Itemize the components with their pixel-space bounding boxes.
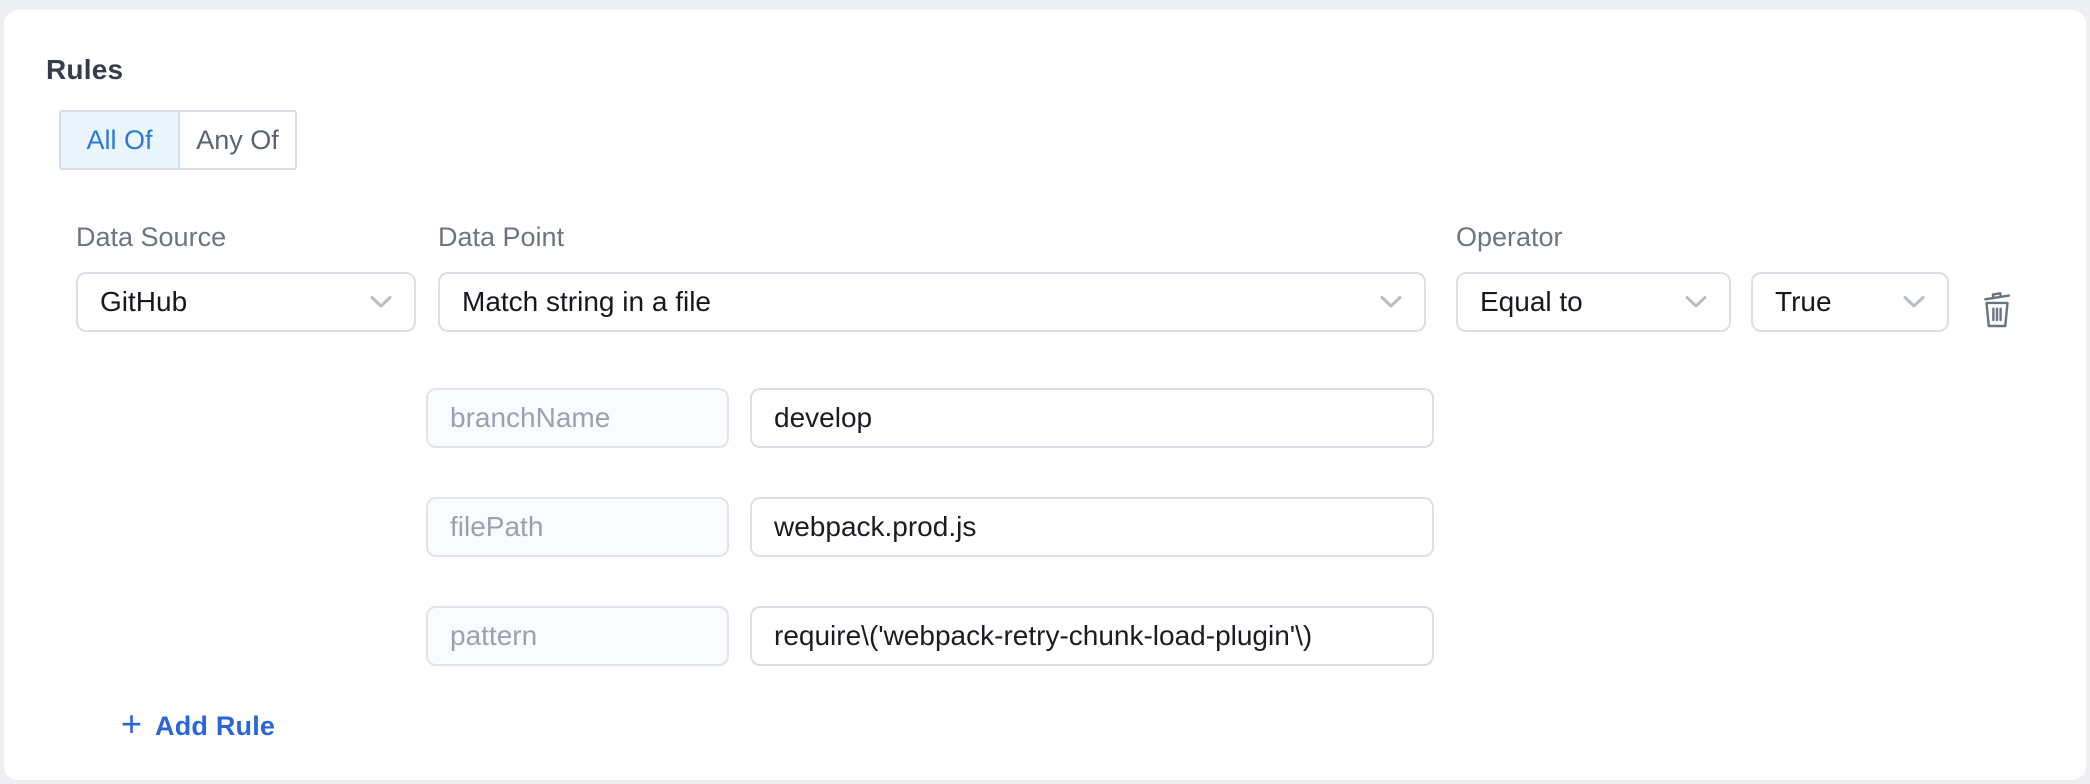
toggle-all-of[interactable]: All Of [61,112,178,168]
chevron-down-icon [370,296,392,308]
operator-select[interactable]: Equal to [1456,272,1731,332]
data-point-value: Match string in a file [462,286,711,317]
data-point-label: Data Point [438,222,565,252]
param-value-branch-name[interactable] [750,388,1434,448]
chevron-down-icon [1903,296,1925,308]
operator-field: Operator Equal to [1456,222,1731,332]
param-key-pattern[interactable] [426,606,729,666]
comparison-value-label-spacer [1751,222,1949,254]
param-key-file-path[interactable] [426,497,729,557]
comparison-value-select[interactable]: True [1751,272,1949,332]
chevron-down-icon [1380,296,1402,308]
delete-rule-button[interactable] [1975,280,2019,336]
add-rule-button[interactable]: + Add Rule [121,703,276,744]
data-source-value: GitHub [100,286,188,317]
param-row-branch-name [426,388,2044,448]
toggle-any-of[interactable]: Any Of [178,112,295,168]
data-source-field: Data Source GitHub [76,222,416,332]
rules-card: Rules All Of Any Of Data Source GitHub D… [4,10,2086,780]
operator-value: Equal to [1480,286,1583,317]
rule-parameters [426,388,2044,666]
data-source-label: Data Source [76,222,227,252]
comparison-value-field: True [1751,222,1949,332]
add-rule-label: Add Rule [155,710,276,741]
param-value-pattern[interactable] [750,606,1434,666]
rules-title: Rules [46,54,124,85]
data-point-select[interactable]: Match string in a file [438,272,1426,332]
plus-icon: + [121,703,143,744]
comparison-value-value: True [1775,286,1832,317]
param-row-pattern [426,606,2044,666]
match-type-toggle: All Of Any Of [59,110,297,170]
operator-label: Operator [1456,222,1563,252]
data-point-field: Data Point Match string in a file [438,222,1426,332]
param-value-file-path[interactable] [750,497,1434,557]
rule-row: Data Source GitHub Data Point Match stri… [76,222,2044,744]
param-key-branch-name[interactable] [426,388,729,448]
data-source-select[interactable]: GitHub [76,272,416,332]
param-row-file-path [426,497,2044,557]
trash-icon [1984,292,2011,328]
chevron-down-icon [1685,296,1707,308]
rule-fields-row: Data Source GitHub Data Point Match stri… [76,222,2044,336]
